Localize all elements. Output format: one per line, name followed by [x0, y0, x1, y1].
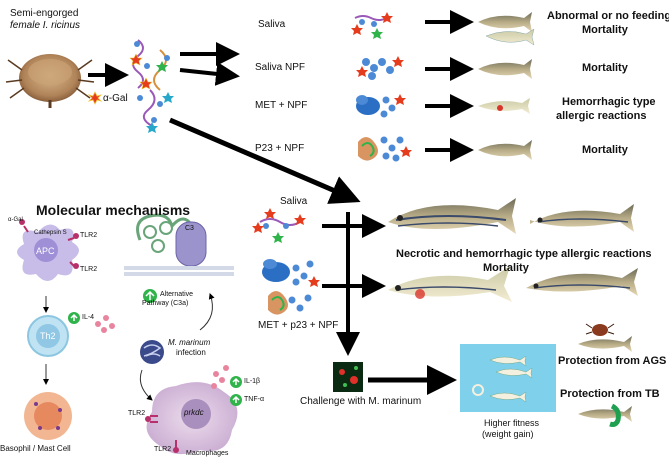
challenge-label: Challenge with M. marinum: [300, 396, 422, 407]
complement-c3-image: [124, 213, 234, 303]
saliva-molecules-cluster: [129, 39, 174, 133]
alt-pathway-line2: Pathway (C3a): [142, 300, 189, 307]
tlr2-label-d: TLR2: [154, 446, 172, 453]
fish-large-4: [526, 268, 638, 296]
fitness-line2: (weight gain): [482, 429, 534, 439]
m-marinum-infection-icon: [140, 340, 164, 364]
condition-p23-npf: P23 + NPF: [255, 143, 305, 154]
basophil-cell-image: [24, 392, 72, 440]
fitness-line1: Higher fitness: [484, 418, 540, 428]
th2-cell-image: [27, 312, 115, 357]
outcome-7: Protection from TB: [560, 388, 660, 400]
fish-large-3: [388, 266, 512, 302]
fish-small-4: [478, 140, 532, 160]
row-saliva-molecule-icon: [351, 12, 393, 39]
infection-line2: infection: [176, 348, 206, 357]
row-met-molecule-icon: [356, 94, 406, 118]
macrophages-label: Macrophages: [186, 450, 229, 457]
outcome-5-line1: Necrotic and hemorrhagic type allergic r…: [396, 248, 652, 260]
fish-small-3: [478, 98, 530, 114]
outcome-1-line2: Mortality: [582, 24, 628, 36]
macrophage-cell-image: [145, 365, 242, 455]
tick-image: [5, 54, 95, 108]
gal-small-label: α-Gal: [8, 217, 23, 223]
outcome-3-line1: Hemorrhagic type: [562, 96, 656, 108]
tnfa-label: TNF-α: [244, 396, 264, 403]
condition-met-p23-npf: MET + p23 + NPF: [258, 320, 339, 331]
condition-saliva-2: Saliva: [280, 196, 308, 207]
tlr2-label-b: TLR2: [80, 266, 98, 273]
m-marinum-challenge-image: [333, 362, 363, 392]
fish-small-2: [478, 59, 532, 79]
cathepsin-label: Cathepsin S: [34, 230, 67, 236]
outcome-2: Mortality: [582, 62, 628, 74]
condition-saliva: Saliva: [258, 19, 286, 30]
basophil-label: Basophil / Mast Cell: [0, 444, 71, 453]
outcome-1-line1: Abnormal or no feeding: [547, 10, 669, 22]
th2-label: Th2: [40, 331, 56, 341]
protection-ags-fish-image: [578, 323, 632, 352]
tlr2-label-c: TLR2: [128, 410, 146, 417]
tick-label-line1: Semi-engorged: [10, 8, 79, 19]
c3-label: C3: [185, 225, 194, 232]
condition-met-npf: MET + NPF: [255, 100, 308, 111]
alt-pathway-line1: Alternative: [160, 291, 194, 298]
fitness-tank-image: [460, 344, 556, 412]
row-p23-molecule-icon: [358, 136, 412, 162]
apc-label: APC: [36, 246, 55, 256]
infection-line1: M. marinum: [168, 338, 211, 347]
apc-cell-image: [17, 219, 79, 281]
row-npf-molecule-icon: [356, 56, 404, 80]
tlr2-label-a: TLR2: [80, 232, 98, 239]
mechanisms-title: Molecular mechanisms: [36, 202, 191, 218]
tick-label-line2: female I. ricinus: [10, 20, 81, 31]
fish-large-2: [530, 204, 634, 232]
il4-label: IL-4: [82, 314, 95, 321]
outcome-6: Protection from AGS: [558, 355, 667, 367]
condition-saliva-npf: Saliva NPF: [255, 62, 306, 73]
fish-small-1: [478, 12, 535, 46]
prkdc-label: prkdc: [184, 408, 204, 417]
il1b-label: IL-1β: [244, 378, 261, 385]
met-p23-npf-molecule-icon: [262, 259, 320, 315]
outcome-4: Mortality: [582, 144, 628, 156]
saliva-2-molecule-icon: [252, 208, 306, 243]
alpha-gal-label: α-Gal: [103, 93, 128, 104]
alpha-gal-star-icon: [87, 91, 103, 105]
outcome-5-line2: Mortality: [483, 262, 529, 274]
protection-tb-fish-image: [578, 403, 632, 427]
outcome-3-line2: allergic reactions: [556, 110, 647, 122]
fish-large-1: [388, 198, 516, 234]
